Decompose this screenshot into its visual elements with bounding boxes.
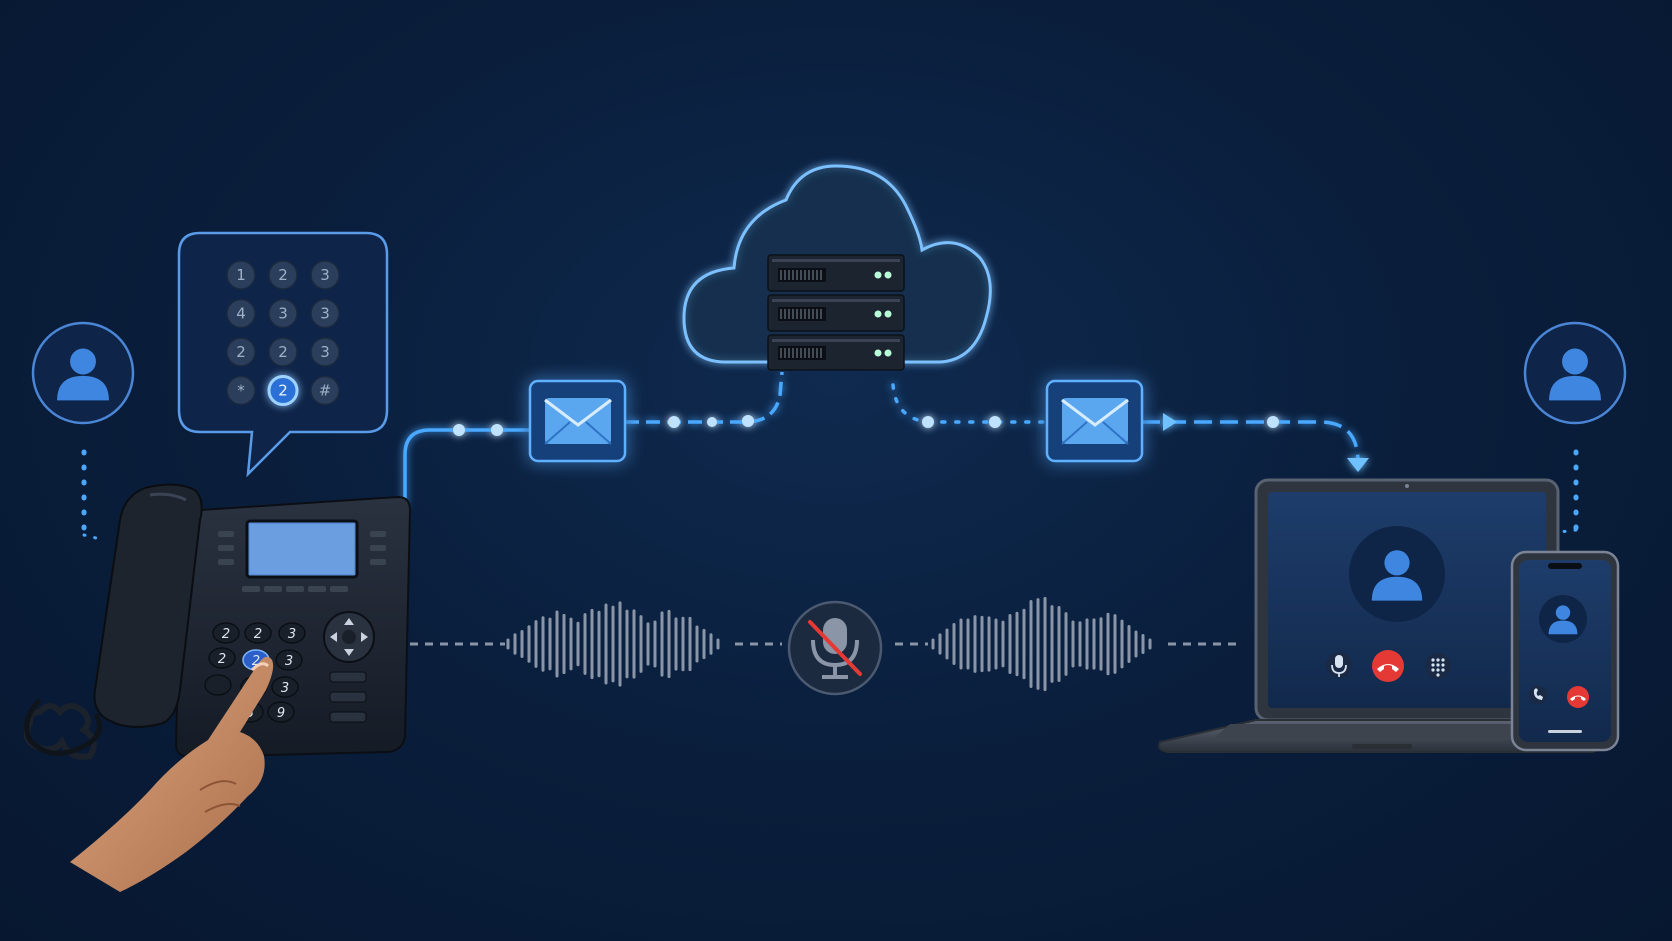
server-rack-icon: [767, 254, 905, 371]
bubble-key-label: 2: [278, 343, 288, 361]
bubble-key-label: 2: [236, 343, 246, 361]
desk-phone-key[interactable]: 3: [278, 622, 306, 644]
phone-icon: [1533, 688, 1543, 700]
left-user-avatar: [31, 321, 135, 542]
bubble-key-label: 4: [236, 305, 246, 323]
bubble-key-label: 3: [320, 305, 330, 323]
bubble-key: 1: [226, 260, 256, 290]
signal-path-right: [891, 383, 1369, 472]
waveform-left: [506, 601, 720, 687]
bubble-key: 2: [268, 337, 298, 367]
mic-muted-icon: [808, 618, 862, 679]
smartphone-screen: [1519, 560, 1611, 742]
desk-phone-key-label: 9: [277, 706, 285, 721]
bubble-key: 2: [226, 337, 256, 367]
desk-phone-key[interactable]: 2: [208, 647, 236, 669]
laptop: [1158, 478, 1602, 753]
desk-phone-key[interactable]: 9: [267, 701, 295, 723]
bubble-key: 3: [310, 298, 340, 329]
envelope-right: [1045, 379, 1144, 463]
bubble-key: 3: [268, 298, 298, 329]
bubble-key-label: 3: [278, 305, 288, 323]
desk-phone-key[interactable]: 2: [212, 622, 240, 644]
end-call-button[interactable]: [1372, 650, 1404, 682]
desk-phone-key-label: 3: [281, 681, 289, 696]
bubble-key-label: *: [237, 382, 245, 400]
bubble-key: 3: [310, 337, 340, 367]
bubble-key: #: [310, 375, 340, 406]
bubble-key-label: 3: [320, 266, 330, 284]
desk-phone-key[interactable]: 3: [271, 676, 299, 698]
bubble-key: 2: [268, 260, 298, 290]
arrow-head-icon: [1347, 458, 1369, 472]
desk-phone-key-label: 2: [218, 652, 226, 667]
bubble-key: 3: [310, 260, 340, 290]
desk-phone-key[interactable]: 2: [244, 622, 272, 644]
bubble-key: 2: [267, 375, 299, 406]
envelope-left: [528, 379, 627, 463]
desk-phone-key[interactable]: [204, 674, 232, 696]
desk-phone-key[interactable]: 3: [275, 649, 303, 671]
bubble-keypad: 1 2 3 4 3 3 2 2 3 * 2 #: [226, 260, 340, 406]
handset: [93, 483, 203, 728]
audio-waveform: [410, 596, 1240, 692]
bubble-key: *: [226, 375, 256, 406]
bubble-key-label: 2: [278, 382, 288, 400]
mic-button[interactable]: [1326, 652, 1352, 678]
desk-phone-key-label: 2: [254, 627, 262, 642]
envelope-icon: [1061, 398, 1129, 445]
right-user-avatar: [1523, 321, 1627, 534]
smartphone: [1510, 550, 1620, 752]
desk-phone-key-label: 3: [285, 654, 293, 669]
pressing-hand: [70, 656, 274, 892]
phone-hangup-icon: [1570, 695, 1586, 701]
dialpad-button[interactable]: [1425, 653, 1451, 679]
bubble-key-label: 1: [236, 266, 246, 284]
desk-phone: 2232232339: [23, 483, 412, 760]
nav-pad: [323, 611, 375, 663]
phone-hangup-icon: [1377, 664, 1399, 672]
bubble-key: 4: [226, 298, 256, 329]
mute-indicator: [787, 600, 883, 696]
waveform-right: [931, 596, 1152, 692]
desk-phone-key-label: 3: [288, 627, 296, 642]
dialpad-icon: [1431, 658, 1445, 677]
mic-icon: [1331, 655, 1347, 677]
desk-phone-key-label: 2: [222, 627, 230, 642]
smartphone-end-call-button[interactable]: [1567, 686, 1589, 708]
bubble-key-label: 2: [278, 266, 288, 284]
cloud-server: [682, 164, 992, 371]
envelope-icon: [544, 398, 612, 445]
bubble-key-label: 3: [320, 343, 330, 361]
keypad-speech-bubble: 1 2 3 4 3 3 2 2 3 * 2 #: [177, 231, 389, 478]
signal-path-left: [403, 371, 784, 505]
smartphone-call-button[interactable]: [1529, 686, 1547, 704]
bubble-key-label: #: [319, 382, 332, 400]
desk-phone-key-label: 2: [252, 654, 260, 669]
